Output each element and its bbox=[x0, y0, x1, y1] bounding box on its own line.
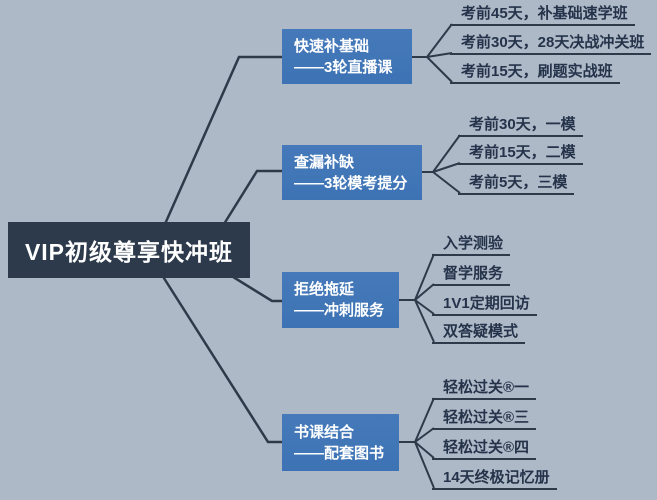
leaf-node: 轻松过关®三 bbox=[432, 407, 537, 430]
leaf-node: 考前45天，补基础速学班 bbox=[450, 3, 635, 26]
fan-branch-3-leaf-1 bbox=[414, 427, 435, 443]
branch-title: 书课结合 bbox=[294, 423, 355, 441]
fan-branch-0-leaf-2 bbox=[426, 56, 453, 83]
branch-title: 拒绝拖延 bbox=[294, 281, 355, 298]
connector-root-branch-0 bbox=[163, 55, 282, 225]
leaf-node: 轻松过关®四 bbox=[432, 437, 537, 460]
leaf-node: 双答疑模式 bbox=[432, 321, 526, 344]
root-node: VIP初级尊享快冲班 bbox=[8, 222, 250, 278]
branch-node-books: 书课结合 ——配套图书 bbox=[282, 414, 399, 471]
leaf-node: 考前30天，一模 bbox=[458, 114, 583, 137]
branch-node-live-course: 快速补基础 ——3轮直播课 bbox=[282, 29, 412, 84]
leaf-node: 督学服务 bbox=[432, 263, 511, 286]
leaf-node: 14天终极记忆册 bbox=[432, 467, 557, 490]
fan-branch-3-leaf-3 bbox=[414, 441, 435, 489]
connector-root-branch-1 bbox=[222, 169, 282, 225]
fan-branch-1-leaf-0 bbox=[422, 134, 461, 173]
branch-title: 快速补基础 bbox=[294, 37, 370, 55]
branch-node-sprint-service: 拒绝拖延 ——冲刺服务 bbox=[282, 272, 399, 328]
branch-title: 查漏补缺 bbox=[294, 153, 355, 171]
branch-subtitle: ——冲刺服务 bbox=[294, 302, 385, 319]
connector-root-branch-2 bbox=[229, 273, 282, 303]
fan-branch-2-leaf-2 bbox=[414, 299, 435, 315]
fan-branch-0-leaf-0 bbox=[412, 23, 453, 58]
fan-branch-2-leaf-3 bbox=[414, 299, 435, 343]
connector-root-branch-3 bbox=[160, 274, 282, 444]
fan-branch-1-leaf-2 bbox=[432, 171, 461, 194]
fan-branch-0-leaf-1 bbox=[426, 52, 453, 58]
leaf-node: 1V1定期回访 bbox=[432, 293, 537, 316]
branch-node-mock-exams: 查漏补缺 ——3轮模考提分 bbox=[282, 145, 422, 200]
fan-branch-3-leaf-2 bbox=[414, 441, 435, 459]
leaf-node: 入学测验 bbox=[432, 233, 511, 256]
leaf-node: 考前30天，28天决战冲关班 bbox=[450, 32, 652, 55]
leaf-node: 考前15天，刷题实战班 bbox=[450, 61, 620, 84]
leaf-node: 考前15天，二模 bbox=[458, 142, 583, 165]
fan-branch-3-leaf-0 bbox=[399, 397, 435, 443]
fan-branch-2-leaf-0 bbox=[399, 253, 435, 301]
branch-subtitle: ——3轮模考提分 bbox=[294, 174, 408, 192]
fan-branch-2-leaf-1 bbox=[414, 283, 435, 301]
leaf-node: 轻松过关®一 bbox=[432, 377, 537, 400]
branch-subtitle: ——配套图书 bbox=[294, 444, 385, 462]
leaf-node: 考前5天，三模 bbox=[458, 172, 575, 195]
fan-branch-1-leaf-1 bbox=[432, 162, 461, 173]
branch-subtitle: ——3轮直播课 bbox=[294, 58, 393, 76]
